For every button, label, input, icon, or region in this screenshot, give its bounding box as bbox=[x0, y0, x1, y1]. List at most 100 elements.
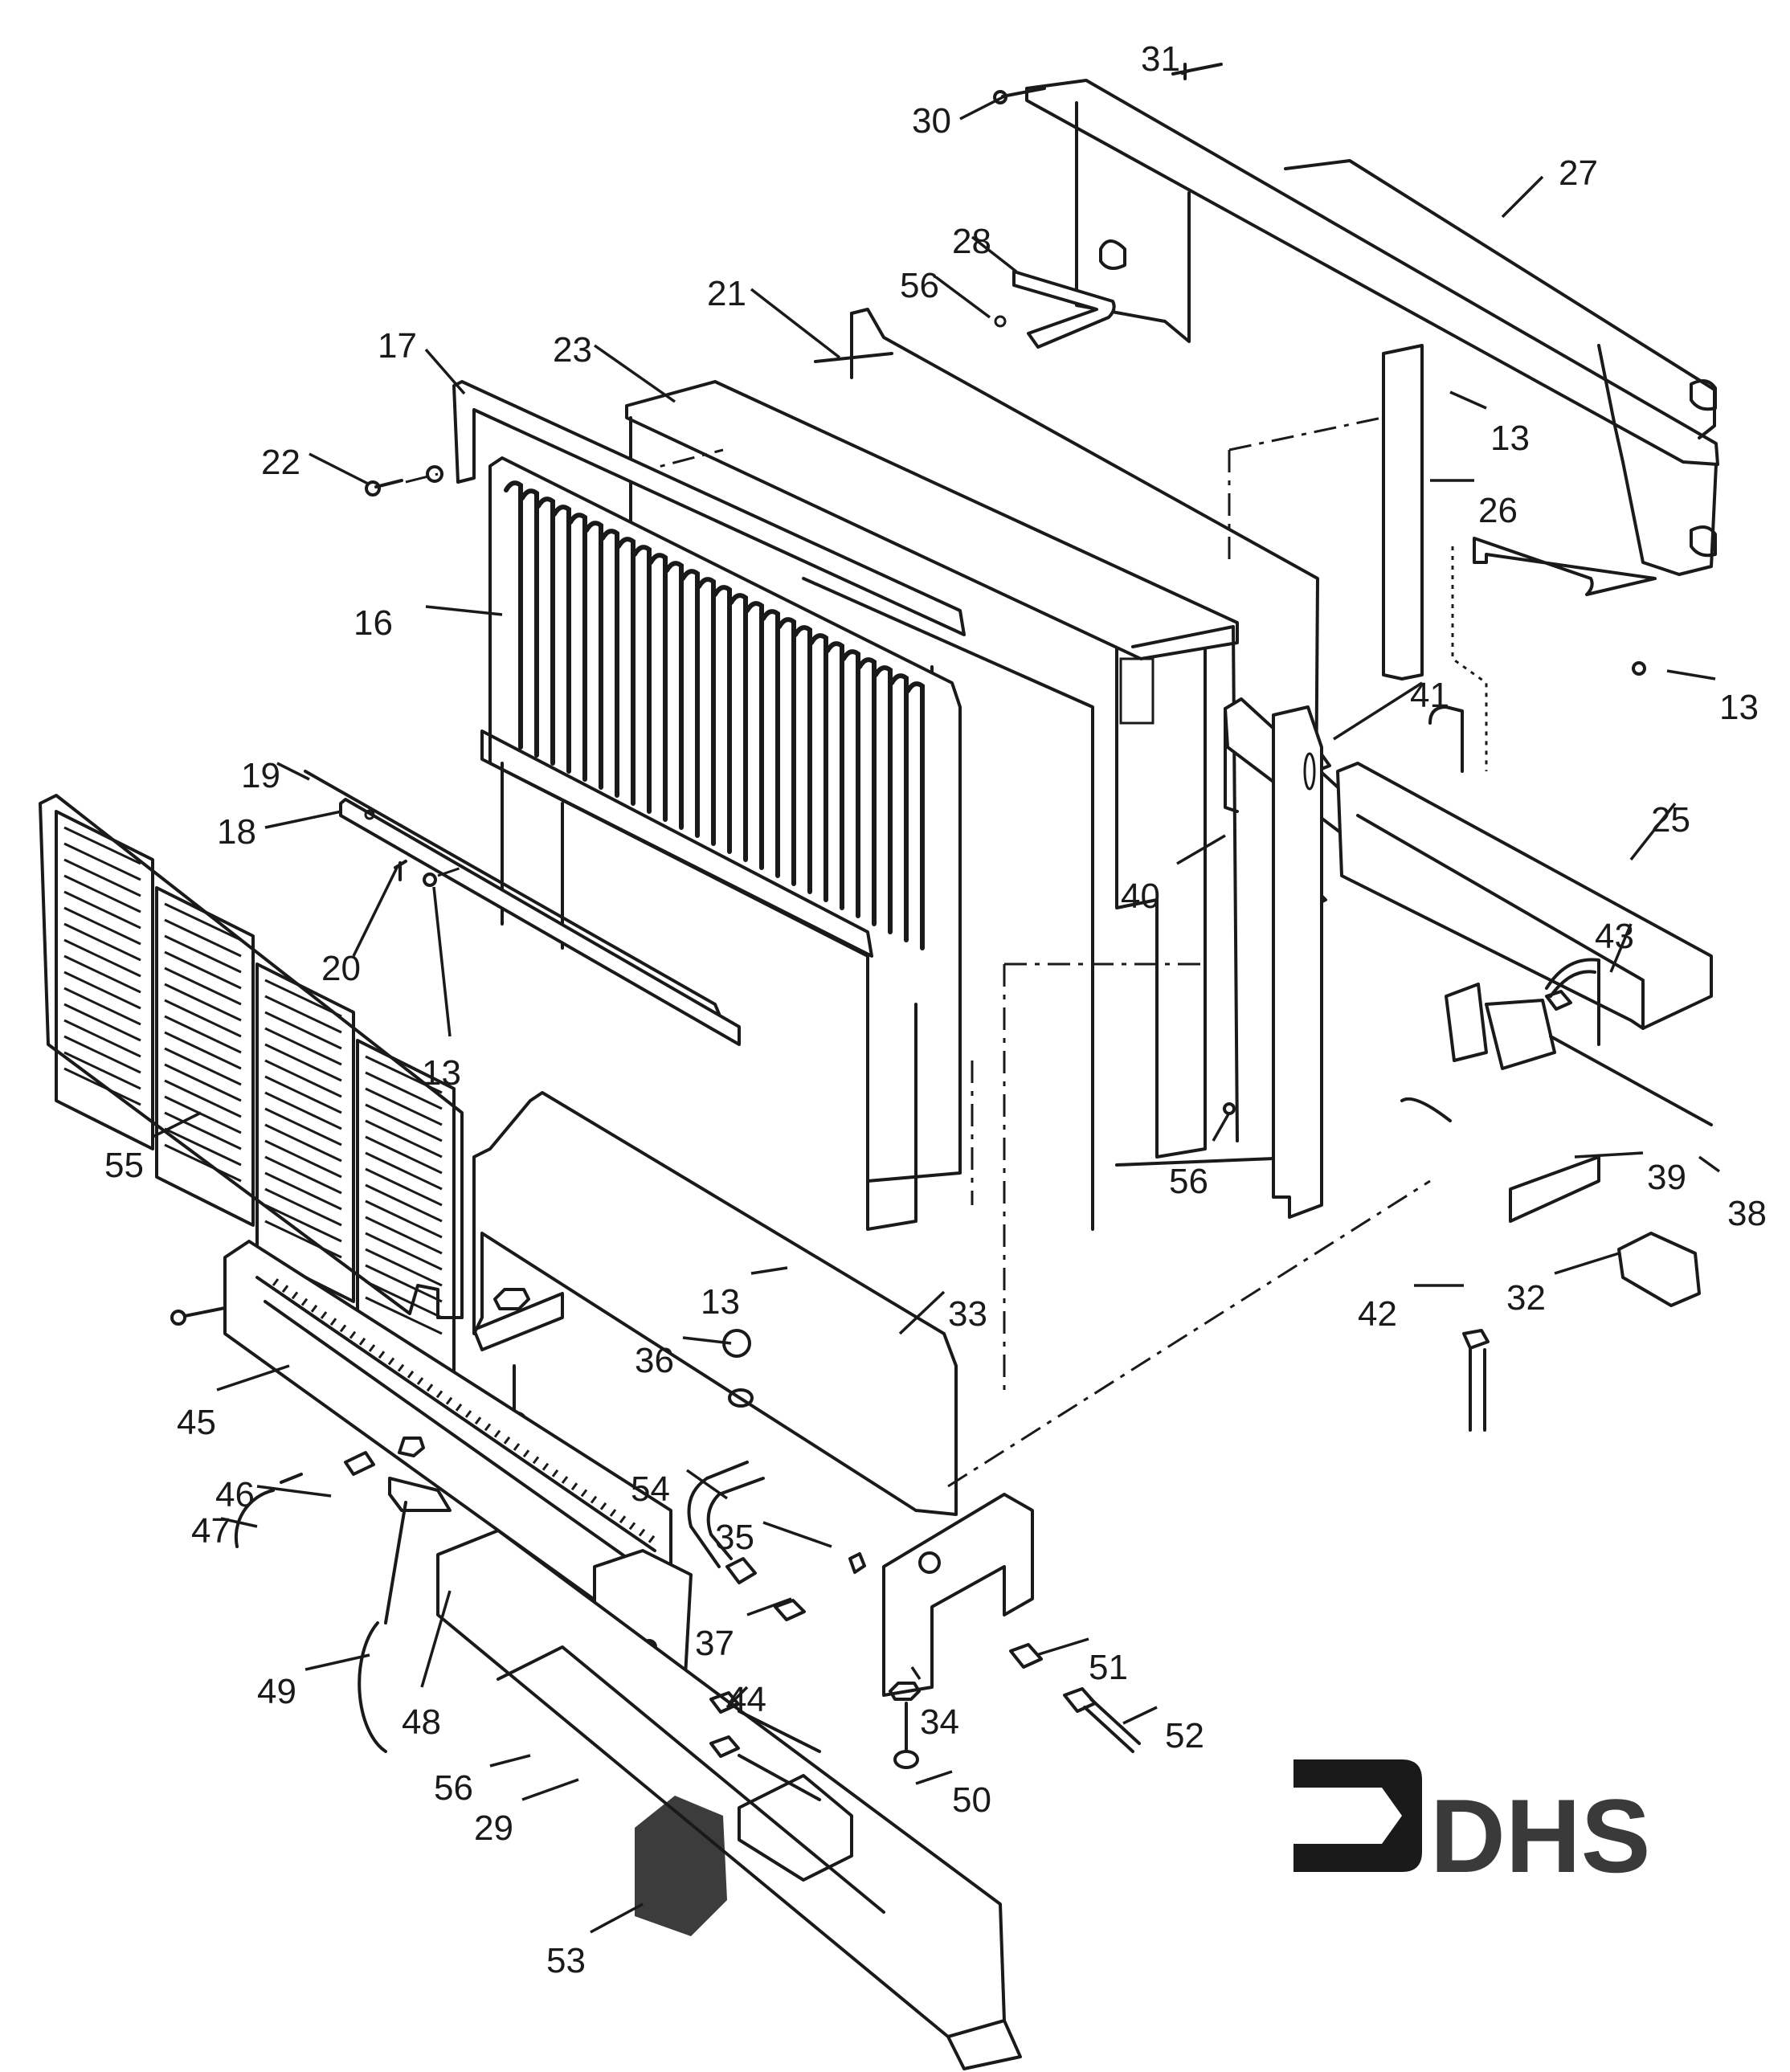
nut-37-part bbox=[774, 1599, 806, 1621]
callout-label: 47 bbox=[191, 1511, 231, 1551]
louver bbox=[63, 906, 141, 946]
burner-port bbox=[368, 1344, 376, 1352]
callout-leader bbox=[682, 1336, 732, 1345]
fin bbox=[664, 561, 684, 830]
louver bbox=[164, 1111, 242, 1150]
callout-leader bbox=[1176, 834, 1226, 865]
callout-leader bbox=[304, 1653, 370, 1671]
burner-port bbox=[638, 1528, 646, 1537]
louver bbox=[264, 1107, 342, 1146]
louver bbox=[164, 950, 242, 990]
screw-45-part bbox=[170, 1306, 227, 1326]
louver bbox=[264, 1059, 342, 1098]
callout-label: 13 bbox=[1719, 688, 1759, 727]
louver bbox=[365, 1199, 443, 1239]
louver bbox=[264, 1139, 342, 1179]
louver bbox=[264, 1123, 342, 1163]
callout-label: 35 bbox=[715, 1518, 754, 1557]
callout-leader bbox=[425, 605, 503, 616]
callout-label: 46 bbox=[215, 1475, 255, 1514]
rail-18-part bbox=[339, 798, 741, 1046]
louver bbox=[264, 1043, 342, 1082]
callout-label: 26 bbox=[1478, 491, 1518, 530]
callout-label: 51 bbox=[1089, 1648, 1128, 1687]
louver bbox=[264, 1171, 342, 1211]
louver bbox=[63, 1003, 141, 1042]
callout-leader bbox=[152, 1111, 202, 1138]
callout-37: 37 bbox=[695, 1597, 792, 1663]
callout-45: 45 bbox=[177, 1364, 290, 1442]
louver bbox=[264, 1027, 342, 1066]
burner-port bbox=[281, 1285, 289, 1293]
fin bbox=[745, 601, 764, 870]
louver bbox=[264, 1011, 342, 1050]
callout-label: 17 bbox=[378, 326, 417, 366]
louver bbox=[164, 918, 242, 958]
burner-ports bbox=[272, 1278, 656, 1543]
louver bbox=[164, 967, 242, 1006]
louver bbox=[164, 1079, 242, 1118]
louver bbox=[365, 1216, 443, 1255]
callout-leader bbox=[1180, 69, 1190, 76]
louver bbox=[264, 1204, 342, 1243]
louver bbox=[63, 954, 141, 994]
louver bbox=[264, 1187, 342, 1227]
callout-label: 18 bbox=[217, 812, 256, 852]
fin bbox=[873, 665, 893, 934]
callout-leader bbox=[220, 1517, 258, 1528]
callout-20: 20 bbox=[321, 865, 399, 988]
louver bbox=[63, 1051, 141, 1090]
burner-port bbox=[541, 1462, 550, 1471]
callout-leader bbox=[1449, 390, 1487, 410]
burner-port bbox=[445, 1396, 453, 1405]
fin bbox=[568, 513, 587, 782]
burner-port bbox=[522, 1449, 530, 1458]
louver bbox=[63, 874, 141, 913]
callout-22: 22 bbox=[261, 443, 370, 486]
fin bbox=[777, 617, 796, 886]
louver bbox=[365, 1135, 443, 1175]
callout-leader bbox=[934, 276, 991, 319]
louver bbox=[164, 983, 242, 1022]
bottom-pan-part bbox=[472, 962, 1431, 1516]
callout-label: 13 bbox=[701, 1282, 740, 1322]
callout-56: 56 bbox=[900, 266, 991, 319]
louver bbox=[63, 842, 141, 881]
burner-port bbox=[474, 1416, 482, 1425]
callout-label: 44 bbox=[727, 1680, 766, 1719]
callout-label: 54 bbox=[631, 1469, 670, 1509]
callout-label: 20 bbox=[321, 949, 361, 988]
callout-leader bbox=[746, 1597, 792, 1616]
callout-label: 33 bbox=[948, 1294, 987, 1334]
fin bbox=[648, 553, 668, 822]
fitting-44-part bbox=[709, 1691, 821, 1801]
callout-label: 31 bbox=[1141, 39, 1180, 79]
callout-label: 56 bbox=[900, 266, 939, 305]
gas-line-52-part bbox=[1063, 1687, 1141, 1753]
callout-label: 25 bbox=[1651, 800, 1690, 840]
callout-leader bbox=[910, 1666, 922, 1680]
louver bbox=[264, 1155, 342, 1195]
callout-leader bbox=[750, 1266, 788, 1275]
callout-51: 51 bbox=[1036, 1637, 1128, 1687]
callout-label: 13 bbox=[1490, 419, 1530, 458]
callout-label: 36 bbox=[635, 1341, 674, 1380]
callout-label: 19 bbox=[241, 756, 280, 795]
fin bbox=[713, 585, 732, 854]
callout-leader bbox=[1698, 1155, 1721, 1173]
louver bbox=[365, 1151, 443, 1191]
callout-leader bbox=[521, 1778, 579, 1801]
callout-leader bbox=[725, 1686, 749, 1709]
pilot-assembly-part bbox=[234, 1437, 452, 1753]
louver bbox=[365, 1280, 443, 1319]
louver bbox=[264, 995, 342, 1034]
burner-port bbox=[310, 1304, 318, 1313]
louver bbox=[365, 1103, 443, 1142]
right-wall-bracket-part bbox=[1451, 537, 1657, 771]
callout-34: 34 bbox=[910, 1666, 959, 1742]
fin bbox=[616, 537, 635, 806]
callout-leader bbox=[216, 1364, 290, 1392]
louver bbox=[365, 1055, 443, 1094]
louver bbox=[365, 1232, 443, 1271]
callout-label: 48 bbox=[402, 1702, 441, 1742]
